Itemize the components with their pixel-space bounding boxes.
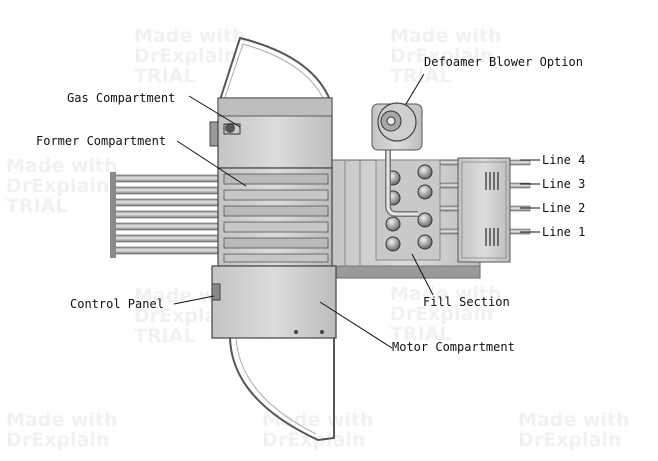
motor-compartment [211, 265, 337, 339]
watermark: Made with DrExplain TRIAL [390, 283, 502, 345]
label-motor-compartment: Motor Compartment [392, 340, 515, 354]
label-defoamer-blower: Defoamer Blower Option [424, 55, 583, 69]
watermark: Made with DrExplain TRIAL [390, 25, 502, 87]
upper-door-swing [219, 36, 331, 101]
end-enclosure [457, 157, 511, 263]
label-control-panel: Control Panel [70, 297, 164, 311]
watermark: Made with DrExplain TRIAL [6, 155, 118, 217]
label-line-3: Line 3 [542, 177, 586, 191]
left-rods [110, 172, 223, 258]
label-line-2: Line 2 [542, 201, 586, 215]
label-line-4: Line 4 [542, 153, 586, 167]
former-compartment [217, 167, 333, 267]
watermark: Made with DrExplain [518, 409, 630, 451]
label-line-1: Line 1 [542, 225, 586, 239]
label-fill-section: Fill Section [423, 295, 510, 309]
gas-compartment [209, 97, 333, 169]
lower-door-swing [229, 337, 335, 442]
label-gas-compartment: Gas Compartment [67, 91, 176, 105]
defoamer-blower [371, 102, 423, 217]
label-former-compartment: Former Compartment [36, 134, 167, 148]
watermark: Made with DrExplain [6, 409, 118, 451]
leader-lines [173, 73, 540, 349]
watermark: Made with DrExplain TRIAL [134, 25, 246, 87]
